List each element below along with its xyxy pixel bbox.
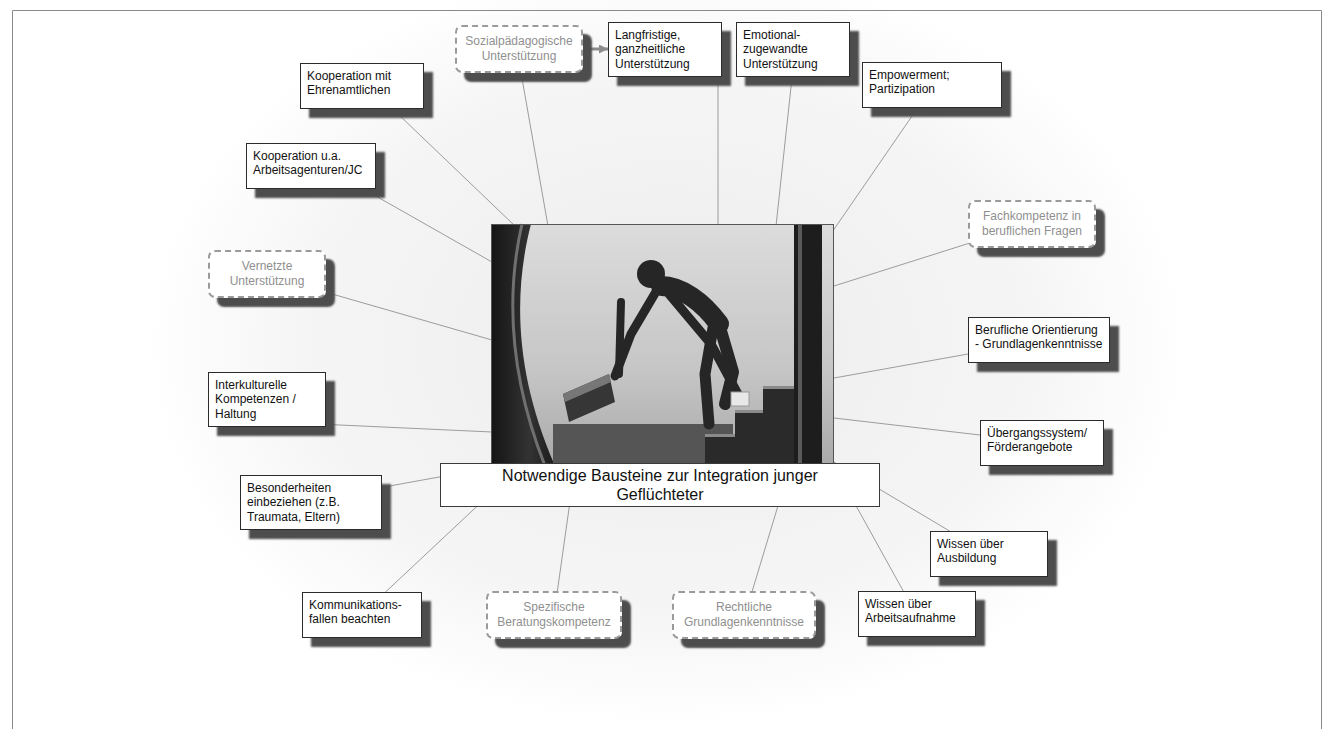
figure-arm [669, 294, 739, 396]
building-block-box: Übergangssystem/ Förderangebote [980, 420, 1104, 466]
box-text: Langfristige, ganzheitliche Unterstützun… [615, 28, 715, 71]
box-text: Kooperation u.a. Arbeitsagenturen/JC [253, 149, 369, 178]
white-cube [731, 392, 749, 406]
arch-highlight [513, 224, 545, 466]
leader-line [375, 92, 515, 226]
box-text: Empowerment; Partizipation [869, 68, 995, 97]
box-text: Wissen über Arbeitsaufnahme [865, 597, 969, 626]
building-block-box: Kommunikations-fallen beachten [302, 592, 422, 638]
figure-head [637, 260, 665, 288]
box-text: Kommunikations-fallen beachten [309, 598, 415, 627]
building-block-box: Wissen über Ausbildung [930, 531, 1048, 577]
pillar [794, 224, 822, 466]
building-block-box: Emotional-zugewandte Unterstützung [736, 22, 850, 77]
plinth [563, 374, 615, 422]
category-box: Spezifische Beratungskompetenz [486, 591, 622, 639]
plinth-top [563, 374, 611, 402]
category-box: Vernetzte Unterstützung [208, 250, 326, 298]
connector-arrow [583, 48, 608, 51]
leader-lines [266, 50, 1040, 615]
leader-line [318, 424, 492, 432]
box-text: Vernetzte Unterstützung [216, 259, 318, 289]
building-block-box: Berufliche Orientierung - Grundlagenkenn… [968, 317, 1110, 363]
arch [491, 224, 555, 466]
building-block-box: Kooperation mit Ehrenamtlichen [300, 63, 424, 109]
box-text: Rechtliche Grundlagenkenntnisse [680, 600, 808, 630]
building-block-box: Empowerment; Partizipation [862, 62, 1002, 108]
box-text: Fachkompetenz in beruflichen Fragen [976, 209, 1088, 239]
category-box: Fachkompetenz in beruflichen Fragen [968, 200, 1096, 248]
building-block-box: Wissen über Arbeitsaufnahme [858, 591, 976, 637]
stair-edge [763, 386, 794, 389]
stair-edge [735, 410, 763, 413]
figure-leg [619, 302, 621, 374]
box-text: Wissen über Ausbildung [937, 537, 1041, 566]
photo-border [492, 225, 834, 466]
leader-line [828, 90, 930, 238]
background-glow [147, 0, 1187, 725]
box-text: Notwendige Bausteine zur Integration jun… [501, 466, 819, 504]
category-box: Sozialpädagogische Unterstützung [455, 25, 583, 73]
building-block-box: Kooperation u.a. Arbeitsagenturen/JC [246, 143, 376, 189]
stairs [705, 388, 794, 466]
building-block-box: Langfristige, ganzheitliche Unterstützun… [608, 22, 722, 77]
box-text: Sozialpädagogische Unterstützung [463, 34, 575, 64]
building-block-box: Besonderheiten einbeziehen (z.B. Traumat… [240, 475, 382, 530]
box-text: Übergangssystem/ Förderangebote [987, 426, 1097, 455]
building-block-box: Interkulturelle Kompetenzen / Haltung [208, 372, 326, 427]
category-box: Rechtliche Grundlagenkenntnisse [672, 591, 816, 639]
title-box: Notwendige Bausteine zur Integration jun… [440, 463, 880, 507]
box-text: Interkulturelle Kompetenzen / Haltung [215, 378, 319, 421]
sculpture-photo [491, 224, 834, 466]
photo-ground [491, 224, 834, 466]
figure [615, 286, 739, 424]
box-text: Besonderheiten einbeziehen (z.B. Traumat… [247, 481, 375, 524]
box-text: Emotional-zugewandte Unterstützung [743, 28, 843, 71]
box-text: Kooperation mit Ehrenamtlichen [307, 69, 417, 98]
figure-arm [615, 290, 657, 376]
box-text: Spezifische Beratungskompetenz [494, 600, 614, 630]
page-frame [13, 11, 1322, 729]
pillar-highlight [798, 224, 802, 466]
box-text: Berufliche Orientierung - Grundlagenkenn… [975, 323, 1103, 352]
stair-edge [705, 434, 735, 437]
leader-line [517, 50, 548, 226]
